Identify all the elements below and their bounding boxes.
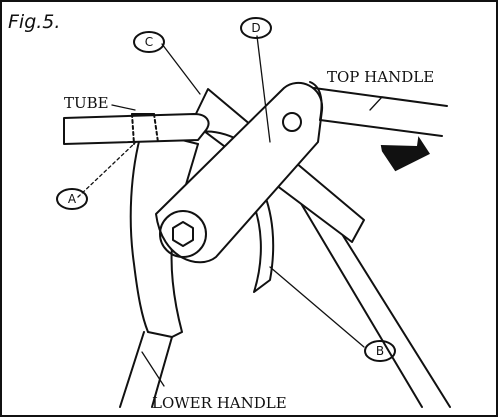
down-arrow-icon [380, 136, 431, 172]
tube-label: TUBE [64, 94, 109, 112]
lower-handle-rod [119, 331, 173, 408]
link-arm-d [155, 82, 324, 264]
callout-d-label: D [251, 21, 260, 35]
callout-d-circle [240, 17, 272, 39]
callout-b-label: B [376, 344, 384, 358]
tube [63, 113, 210, 145]
figure-caption: Fig.5. [8, 11, 60, 33]
callout-a-label: A [68, 192, 77, 206]
top-handle [309, 81, 448, 137]
leader-lines [77, 35, 383, 387]
callout-c-label: C [145, 35, 153, 49]
callout-c-circle [133, 31, 165, 53]
top-handle-label: TOP HANDLE [327, 68, 434, 86]
callout-b-circle [364, 340, 396, 362]
lower-handle-label: LOWER HANDLE [152, 394, 287, 412]
callout-a-circle [56, 188, 88, 210]
